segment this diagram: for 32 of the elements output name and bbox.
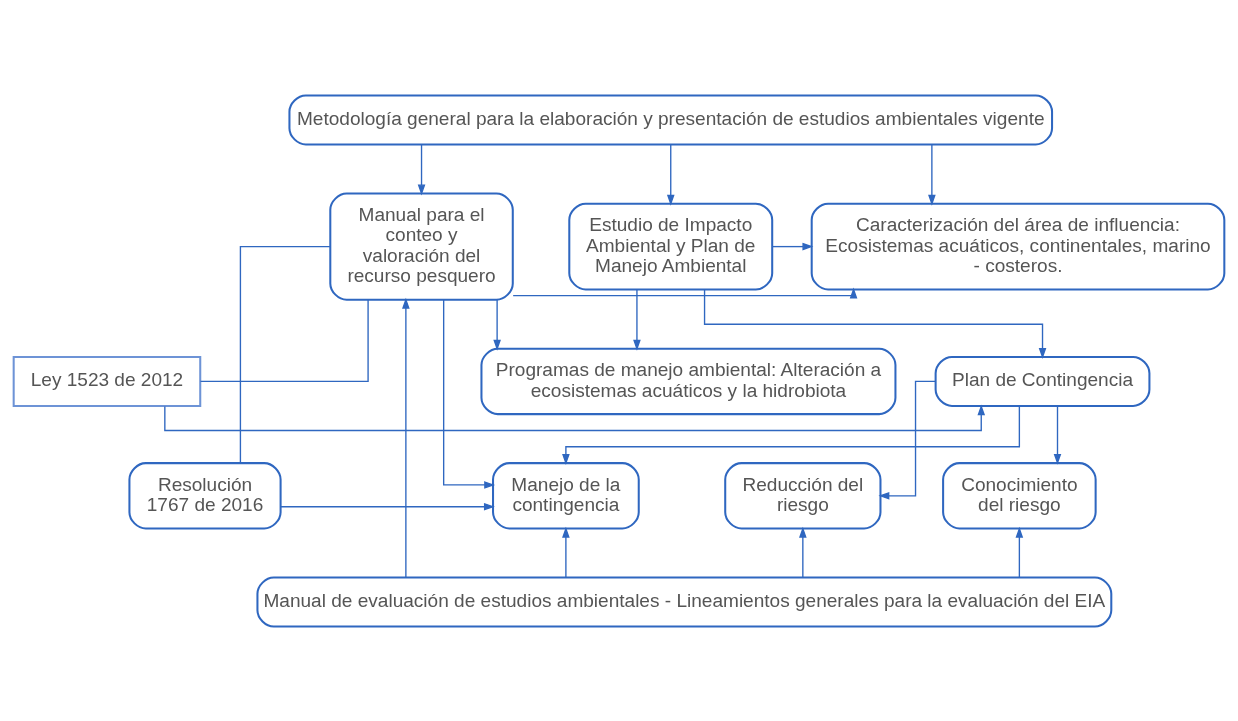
node-box: Conocimiento del riesgo	[942, 461, 1097, 529]
arrow	[493, 298, 501, 351]
node-box: Manual de evaluación de estudios ambientales - Lineamientos generales para la evaluación del EIA	[256, 576, 1113, 628]
node-box: Resolución 1767 de 2016	[128, 461, 282, 529]
node-box: Manejo de la contingencia	[492, 461, 640, 529]
node-box: Estudio de Impacto Ambiental y Plan de Manejo Ambiental	[568, 202, 774, 291]
arrow	[799, 526, 807, 578]
node-box: Metodología general para la elaboración y presentación de estudios ambientales vigente	[288, 93, 1054, 145]
connector	[199, 298, 369, 382]
arrow	[703, 288, 1047, 359]
node-box: Plan de Contingencia	[934, 355, 1151, 407]
arrow	[417, 143, 426, 195]
node-box: Programas de manejo ambiental: Alteración a ecosistemas acuáticos y la hidrobiota	[480, 347, 897, 415]
arrow	[666, 143, 675, 206]
arrow	[633, 288, 641, 351]
arrow	[1015, 526, 1024, 578]
arrow	[928, 143, 936, 206]
arrow	[562, 526, 570, 578]
arrow	[771, 242, 814, 250]
arrow	[443, 298, 496, 489]
arrow	[1053, 405, 1062, 465]
arrow	[402, 297, 410, 578]
arrow	[164, 403, 986, 431]
node-box: Ley 1523 de 2012	[12, 355, 202, 407]
node-box: Reducción del riesgo	[724, 461, 882, 529]
node-box: Manual para el conteo y valoración del recurso pesquero	[329, 192, 514, 301]
arrow	[512, 287, 858, 298]
connector	[239, 245, 331, 463]
arrow	[878, 380, 937, 500]
node-box: Caracterización del área de influencia: Ecosistemas acuáticos, continentales, marino - costeros.	[810, 202, 1226, 291]
arrow	[562, 404, 1021, 465]
arrow	[280, 502, 495, 511]
